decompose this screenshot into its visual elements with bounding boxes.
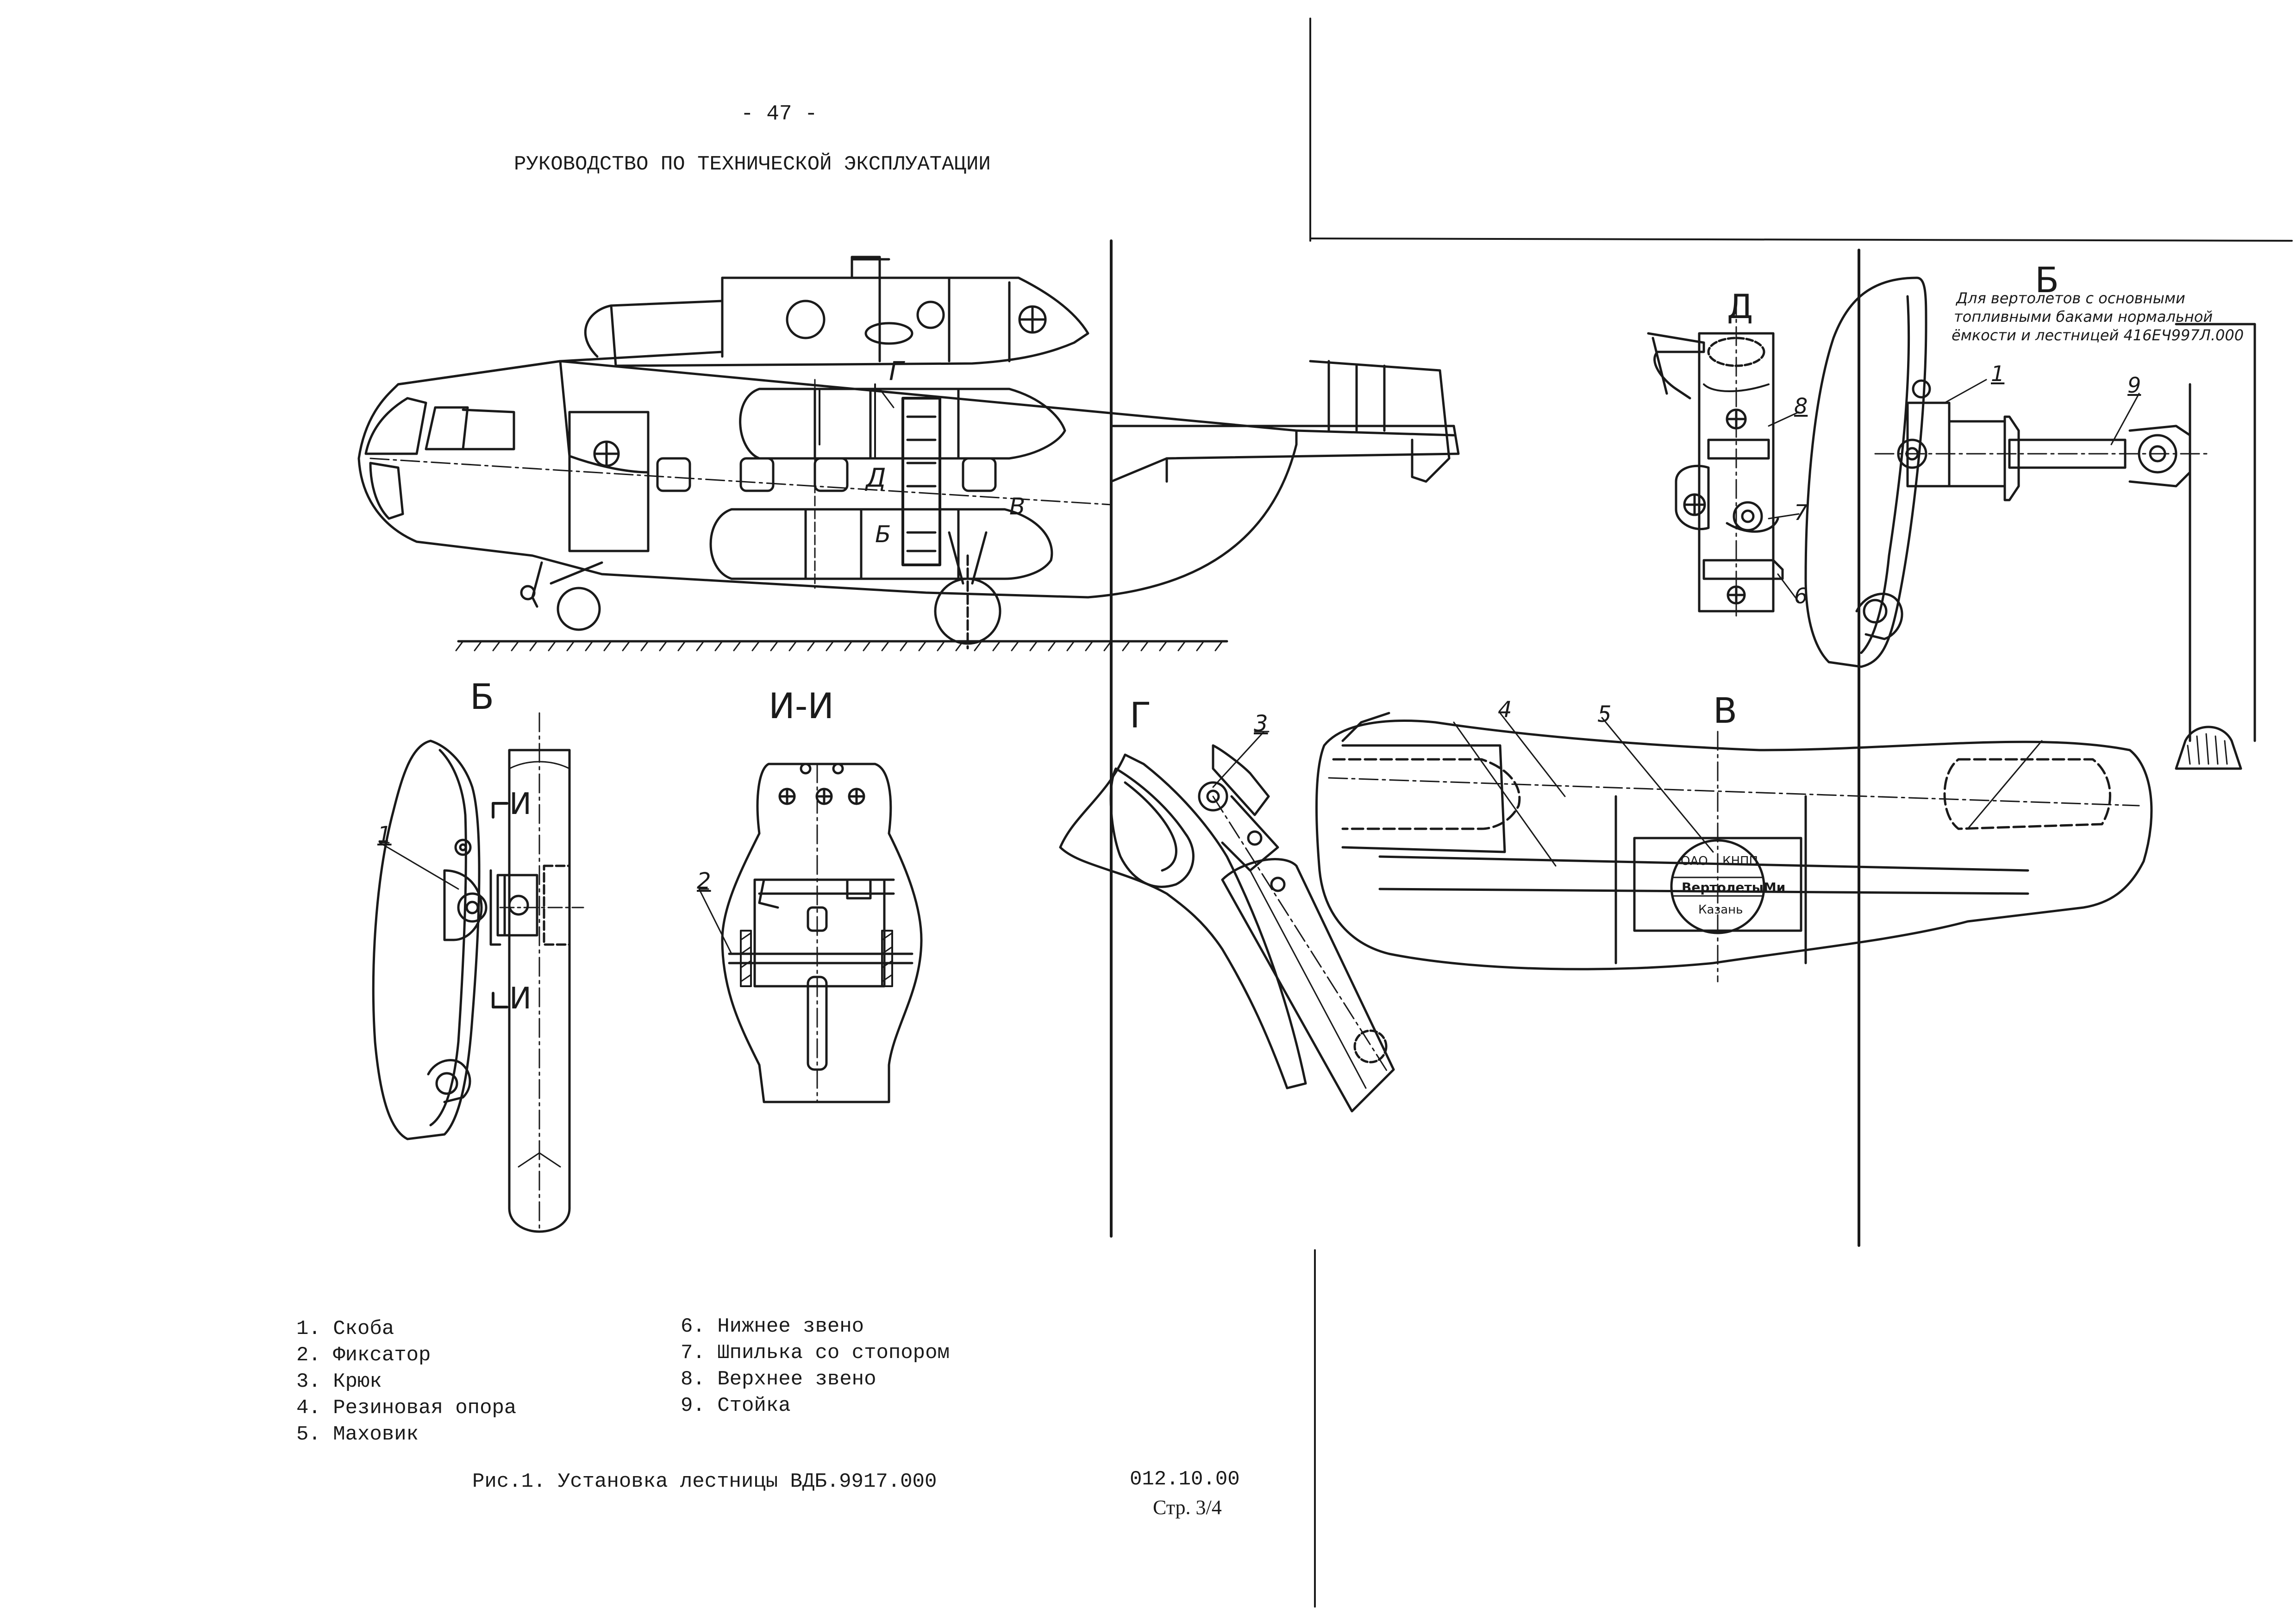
legend-item-9: 9. Стойка [681,1394,791,1417]
overview-label-v: В [1009,493,1026,520]
callout-9: 9 [2127,373,2141,398]
callout-1-left: 1 [377,822,392,848]
legend-item-2: 2. Фиксатор [296,1344,431,1367]
note-b-line-2: топливными баками нормальной [1954,308,2213,326]
legend-item-7: 7. Шпилька со стопором [681,1341,950,1365]
callout-5: 5 [1597,701,1612,727]
page-number: - 47 - [741,102,818,126]
legend-item-8: 8. Верхнее звено [681,1368,876,1391]
overview-label-b: Б [875,521,891,548]
sheet-number: Стр. 3/4 [1153,1496,1222,1519]
view-title-v: В [1713,690,1738,731]
legend-item-1: 1. Скоба [296,1317,394,1340]
view-title-d: Д [1727,287,1753,326]
document-code: 012.10.00 [1130,1468,1240,1491]
cut-mark-bottom: И [509,982,532,1016]
section-ii-drawing [698,763,923,1103]
helicopter-side-view [357,256,1460,651]
note-b-line-3: ёмкости и лестницей 416ЕЧ997Л.000 [1952,326,2244,344]
section-title-ii: И-И [769,685,834,726]
stamp-line-2: КНПП [1722,854,1758,868]
callout-3: 3 [1254,711,1268,737]
stamp-line-4: Казань [1698,903,1743,917]
callout-7: 7 [1794,500,1808,525]
stamp-line-3: ВертолетыМи [1682,880,1786,895]
cut-mark-top: И [509,787,532,821]
legend-item-3: 3. Крюк [296,1370,382,1393]
view-g-drawing [1059,731,1395,1113]
view-v-drawing [1315,712,2153,983]
legend-item-6: 6. Нижнее звено [681,1315,864,1338]
view-b-left-drawing [372,712,584,1233]
callout-1-right: 1 [1991,361,2005,386]
view-d-drawing [1647,295,1800,617]
sheet-frame-lines [1110,18,2293,1608]
stamp-line-1: ОАО [1681,854,1708,868]
view-title-b-left: Б [470,676,494,717]
note-b-line-1: Для вертолетов с основными [1956,289,2185,307]
callout-8: 8 [1794,394,1808,419]
view-b-right-drawing [1804,276,2256,770]
view-title-b-right: Б [2035,259,2059,300]
callout-6: 6 [1794,583,1808,608]
legend-item-5: 5. Маховик [296,1423,419,1446]
overview-label-d: Д [866,463,886,493]
legend-item-4: 4. Резиновая опора [296,1396,517,1420]
callout-2: 2 [697,868,711,894]
document-header: РУКОВОДСТВО ПО ТЕХНИЧЕСКОЙ ЭКСПЛУАТАЦИИ [514,153,991,176]
figure-caption: Рис.1. Установка лестницы ВДБ.9917.000 [472,1470,937,1493]
callout-4: 4 [1498,697,1512,723]
view-title-g: Г [1130,695,1151,736]
overview-label-g: Г [889,357,904,387]
